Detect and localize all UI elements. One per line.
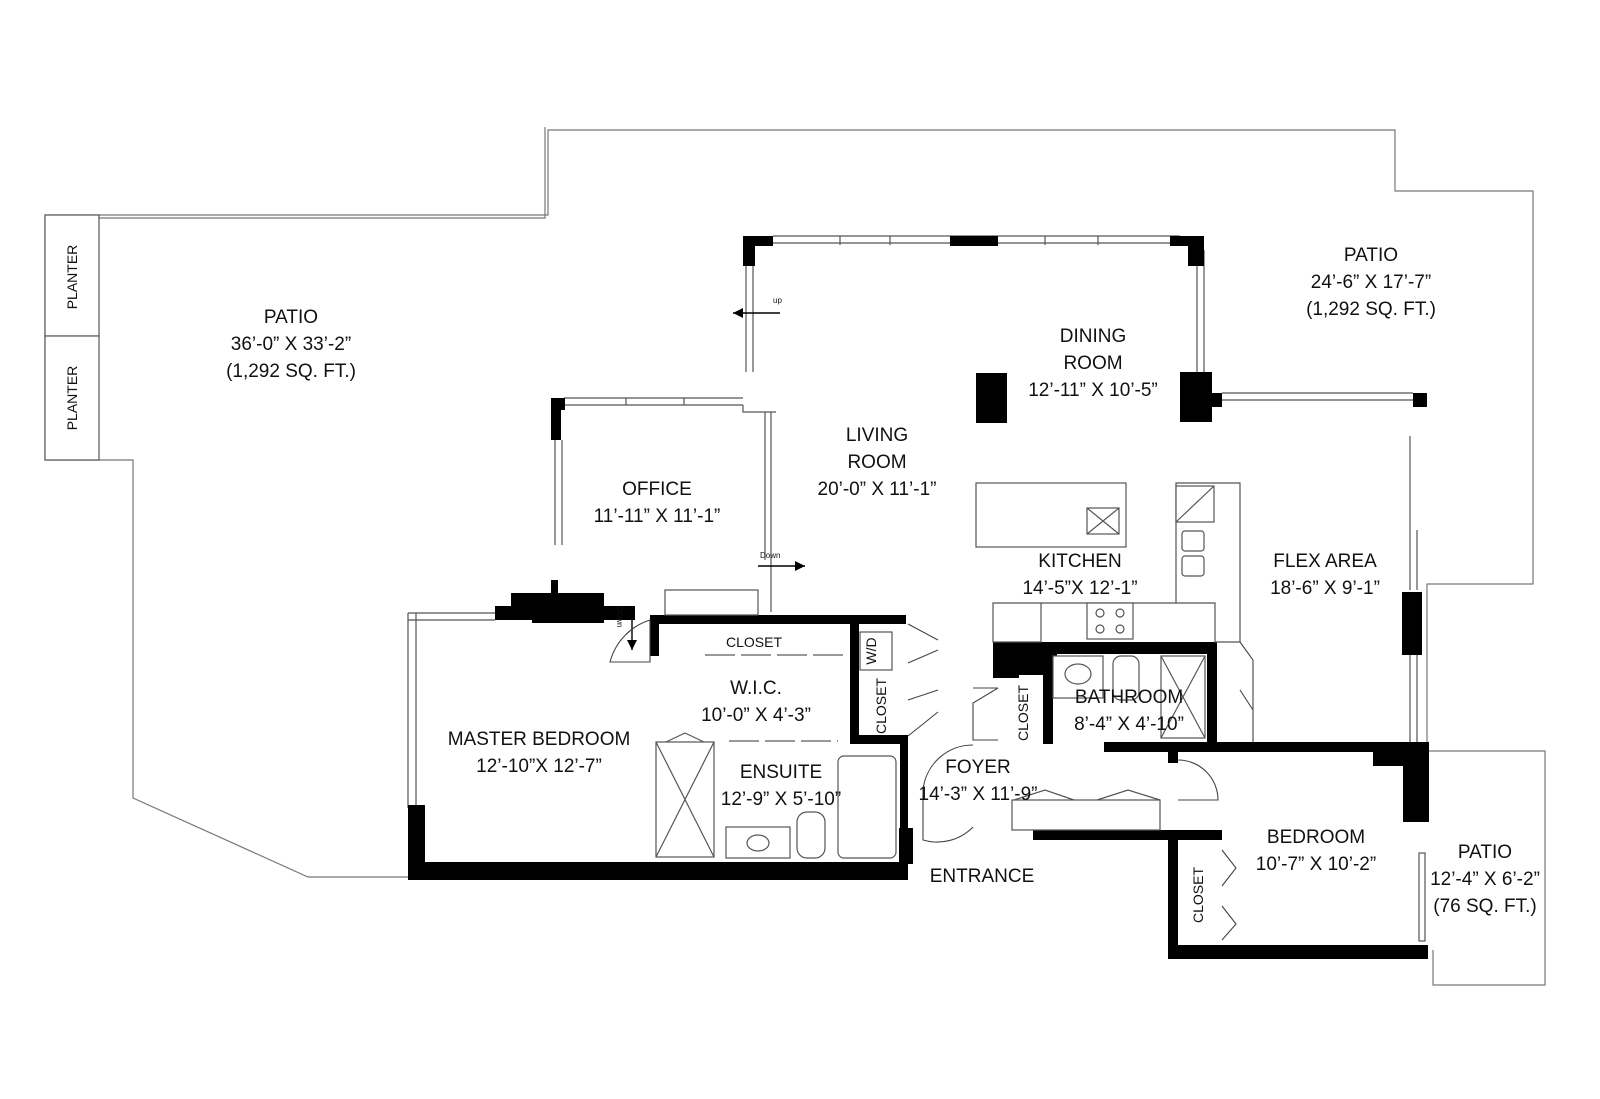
patio-south-area: (76 SQ. FT.) bbox=[1433, 896, 1536, 917]
entrance-label: ENTRANCE bbox=[930, 866, 1035, 887]
patio-west-dims: 36’-0” X 33’-2” bbox=[231, 334, 351, 355]
stair-arrows: up Down Down bbox=[615, 296, 805, 650]
kitchen-dims: 14’-5”X 12’-1” bbox=[1022, 578, 1137, 599]
kitchen-name: KITCHEN bbox=[1038, 551, 1121, 572]
kitchen-fixtures bbox=[664, 482, 1241, 643]
master-bedroom-dims: 12’-10”X 12’-7” bbox=[476, 756, 602, 777]
dining-dims: 12’-11” X 10’-5” bbox=[1028, 380, 1158, 401]
closet-label-bedroom: CLOSET bbox=[1190, 867, 1206, 923]
patio-south-dims: 12’-4” X 6’-2” bbox=[1430, 869, 1540, 890]
closet-rods bbox=[705, 631, 893, 742]
wic-name: W.I.C. bbox=[730, 678, 782, 699]
foyer-name: FOYER bbox=[945, 757, 1010, 778]
flex-area-dims: 18’-6” X 9’-1” bbox=[1270, 578, 1380, 599]
ensuite-dims: 12’-9” X 5’-10” bbox=[721, 789, 841, 810]
patio-west-name: PATIO bbox=[264, 307, 318, 328]
wic-dims: 10’-0” X 4’-3” bbox=[701, 705, 811, 726]
closet-label-hall: CLOSET bbox=[873, 678, 889, 734]
ensuite-name: ENSUITE bbox=[740, 762, 822, 783]
patio-west-area: (1,292 SQ. FT.) bbox=[226, 361, 356, 382]
patio-east-dims: 24’-6” X 17’-7” bbox=[1311, 272, 1431, 293]
bathroom-name: BATHROOM bbox=[1075, 687, 1183, 708]
doors bbox=[609, 619, 1254, 941]
stair-down-short-label: Down bbox=[615, 607, 624, 627]
master-bedroom-name: MASTER BEDROOM bbox=[448, 729, 631, 750]
washer-dryer-label: W/D bbox=[863, 637, 879, 664]
window-walls bbox=[407, 235, 1426, 942]
living-name-line1: LIVING bbox=[846, 425, 908, 446]
dining-name-line2: ROOM bbox=[1063, 353, 1122, 374]
bath-fixtures bbox=[655, 655, 1206, 859]
living-dims: 20’-0” X 11’-1” bbox=[818, 479, 937, 500]
room-labels: PATIO 36’-0” X 33’-2” (1,292 SQ. FT.) PA… bbox=[226, 245, 1540, 923]
bedroom-name: BEDROOM bbox=[1267, 827, 1365, 848]
stair-up-label: up bbox=[773, 296, 782, 305]
bathroom-dims: 8’-4” X 4’-10” bbox=[1074, 714, 1184, 735]
patio-east-name: PATIO bbox=[1344, 245, 1398, 266]
closet-label-foyer: CLOSET bbox=[1015, 685, 1031, 741]
wic-closet-label: CLOSET bbox=[726, 634, 782, 650]
office-dims: 11’-11” X 11’-1” bbox=[594, 506, 721, 527]
dining-name-line1: DINING bbox=[1060, 326, 1127, 347]
planter-boxes: PLANTER PLANTER bbox=[44, 214, 100, 461]
stair-down-label: Down bbox=[760, 551, 780, 560]
planter-label-lower: PLANTER bbox=[64, 366, 80, 431]
foyer-dims: 14’-3” X 11’-9” bbox=[919, 784, 1038, 805]
flex-area-name: FLEX AREA bbox=[1273, 551, 1377, 572]
planter-label-upper: PLANTER bbox=[64, 245, 80, 310]
living-name-line2: ROOM bbox=[847, 452, 906, 473]
bedroom-dims: 10’-7” X 10’-2” bbox=[1256, 854, 1376, 875]
patio-south-name: PATIO bbox=[1458, 842, 1512, 863]
patio-east-area: (1,292 SQ. FT.) bbox=[1306, 299, 1436, 320]
walls bbox=[408, 236, 1429, 959]
office-name: OFFICE bbox=[622, 479, 692, 500]
